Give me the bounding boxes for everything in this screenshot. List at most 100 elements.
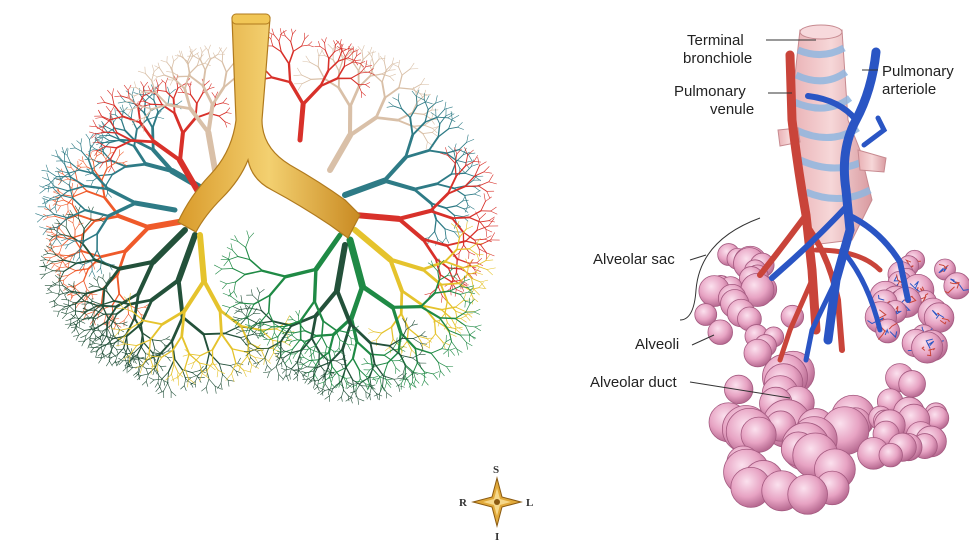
bronchial-branch: [58, 255, 69, 256]
bronchial-branch: [68, 263, 69, 268]
bronchial-branch: [362, 51, 363, 59]
bronchial-branch: [384, 55, 385, 61]
compass-west-label: R: [459, 497, 468, 509]
bronchial-branch: [438, 124, 439, 137]
bronchial-branch: [97, 281, 99, 287]
bronchial-branch: [290, 316, 293, 320]
bronchial-branch: [392, 62, 398, 64]
bronchial-branch: [37, 216, 43, 222]
bronchial-branch: [92, 271, 95, 278]
pulmonary-venule-label-line1: Pulmonary: [674, 83, 746, 100]
bronchial-branch: [436, 96, 438, 103]
bronchial-branch: [285, 36, 290, 42]
bronchial-branch: [116, 324, 119, 330]
bronchial-branch: [223, 374, 228, 380]
bronchial-branch: [315, 269, 316, 301]
bronchial-branch: [484, 172, 492, 173]
bronchial-branch: [464, 209, 468, 213]
bronchial-branch: [53, 271, 64, 272]
bronchial-branch: [300, 104, 303, 140]
bronchial-branch: [202, 49, 206, 53]
bronchial-branch: [111, 106, 114, 112]
bronchial-branch: [469, 244, 476, 249]
bronchial-branch: [177, 101, 182, 105]
bronchial-branch: [289, 64, 290, 82]
bronchial-branch: [358, 46, 362, 51]
bronchial-branch: [422, 380, 424, 385]
bronchial-branch: [481, 201, 485, 210]
bronchial-branch: [351, 391, 354, 398]
bronchial-branch: [338, 397, 342, 401]
bronchial-branch: [246, 247, 250, 259]
bronchial-branch: [382, 327, 392, 333]
bronchial-branch: [385, 88, 399, 98]
bronchial-branch: [316, 235, 340, 269]
bronchial-branch: [228, 380, 234, 381]
bronchial-branch: [154, 379, 162, 380]
bronchial-branch: [93, 286, 99, 287]
bronchial-branch: [359, 76, 370, 87]
bronchial-branch: [65, 165, 70, 177]
bronchial-branch: [76, 281, 84, 286]
bronchial-branch: [89, 347, 94, 348]
bronchial-branch: [132, 88, 134, 95]
bronchial-branch: [433, 374, 438, 380]
bronchial-branch: [102, 168, 107, 180]
bronchial-branch: [264, 324, 272, 327]
bronchial-branch: [463, 215, 469, 217]
bronchial-branch: [479, 249, 480, 256]
bronchial-branch: [433, 372, 439, 374]
bronchial-branch: [280, 28, 281, 33]
bronchial-branch: [440, 318, 456, 319]
bronchial-branch: [107, 328, 110, 335]
bronchial-branch: [456, 307, 466, 312]
bronchial-branch: [380, 377, 382, 385]
bronchial-branch: [408, 328, 417, 336]
bronchial-branch: [372, 57, 374, 66]
bronchial-branch: [73, 218, 74, 223]
bronchial-branch: [351, 338, 352, 344]
compass-east-label: L: [526, 497, 533, 509]
bronchial-branch: [79, 321, 84, 324]
bronchial-branch: [109, 114, 115, 115]
bronchial-branch: [402, 291, 423, 306]
bronchial-branch: [232, 374, 235, 382]
bronchial-branch: [348, 344, 351, 350]
bronchial-branch: [66, 227, 71, 236]
bronchial-branch: [212, 334, 221, 350]
bronchial-branch: [72, 328, 76, 333]
bronchial-branch: [116, 349, 118, 354]
bronchial-branch: [233, 317, 239, 319]
bronchial-branch: [294, 75, 302, 76]
bronchial-branch: [155, 383, 158, 388]
bronchial-branch: [105, 132, 118, 133]
bronchial-branch: [52, 155, 59, 157]
bronchial-branch: [40, 189, 46, 194]
bronchial-branch: [263, 372, 269, 373]
bronchial-branch: [152, 65, 154, 72]
bronchial-branch: [399, 211, 431, 219]
bronchial-branch: [262, 271, 285, 277]
bronchial-branch: [360, 72, 369, 73]
bronchial-branch: [318, 391, 323, 394]
bronchial-branch: [305, 331, 317, 336]
bronchial-branch: [281, 52, 289, 64]
bronchial-branch: [362, 286, 392, 307]
bronchial-branch: [40, 260, 45, 261]
bronchial-branch: [112, 89, 113, 96]
bronchial-branch: [229, 259, 233, 268]
bronchial-branch: [93, 162, 94, 171]
bronchial-branch: [158, 81, 162, 86]
bronchial-branch: [316, 337, 322, 346]
bronchial-branch: [88, 344, 90, 349]
bronchial-branch: [348, 344, 355, 345]
bronchial-branch: [401, 314, 408, 329]
bronchial-branch: [469, 335, 475, 338]
bronchial-branch: [331, 384, 332, 389]
bronchial-branch: [44, 217, 49, 220]
bronchial-branch: [358, 399, 364, 401]
bronchial-branch: [166, 78, 168, 83]
bronchial-branch: [304, 357, 310, 360]
bronchial-branch: [66, 219, 67, 227]
